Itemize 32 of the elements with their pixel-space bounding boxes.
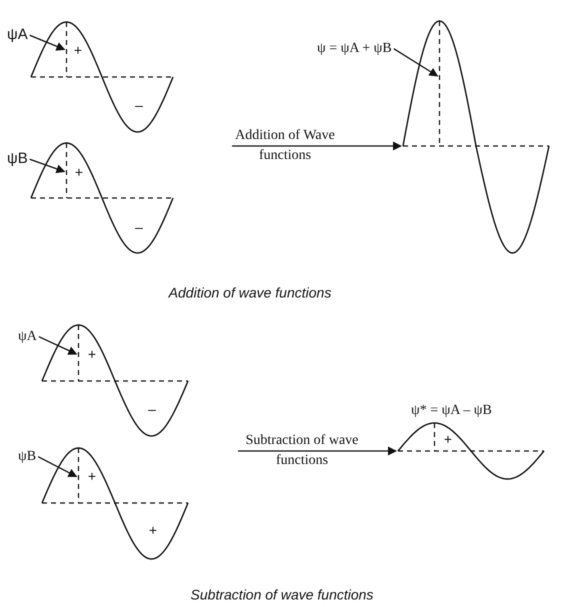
psi-label: ψ = ψA + ψB bbox=[317, 41, 392, 56]
phase-sign: + bbox=[88, 347, 96, 361]
phase-sign: + bbox=[74, 165, 84, 179]
phase-sign: + bbox=[88, 469, 96, 483]
psi-label: ψA bbox=[7, 27, 28, 44]
psi-label: ψ* = ψA – ψB bbox=[411, 403, 492, 418]
sine-wave-drawing bbox=[401, 19, 551, 255]
leader-line bbox=[29, 158, 66, 174]
leader-line bbox=[38, 336, 78, 355]
edge-label: Subtraction of wave functions bbox=[244, 432, 360, 470]
psi-label: ψB bbox=[7, 151, 28, 168]
arrow bbox=[232, 142, 402, 150]
psi-label: ψB bbox=[18, 449, 36, 464]
leader-line bbox=[393, 48, 438, 77]
phase-sign: – bbox=[135, 220, 143, 234]
phase-sign: + bbox=[148, 523, 158, 537]
leader-line bbox=[38, 456, 78, 478]
phase-sign: – bbox=[148, 402, 156, 416]
edge-label: Addition of Wave functions bbox=[235, 127, 335, 165]
sine-wave-drawing bbox=[40, 446, 190, 561]
psi-label: ψA bbox=[18, 329, 37, 344]
phase-sign: + bbox=[444, 432, 452, 446]
arrow bbox=[238, 446, 397, 456]
sine-wave-drawing bbox=[29, 20, 175, 134]
phase-sign: – bbox=[135, 98, 143, 112]
leader-line bbox=[29, 34, 66, 51]
phase-sign: + bbox=[74, 43, 82, 57]
sine-wave-drawing bbox=[396, 421, 546, 481]
figure-caption: Addition of wave functions bbox=[168, 284, 332, 302]
sine-wave-drawing bbox=[29, 141, 175, 255]
figure-caption: Subtraction of wave functions bbox=[190, 586, 374, 604]
sine-wave-drawing bbox=[40, 323, 190, 438]
